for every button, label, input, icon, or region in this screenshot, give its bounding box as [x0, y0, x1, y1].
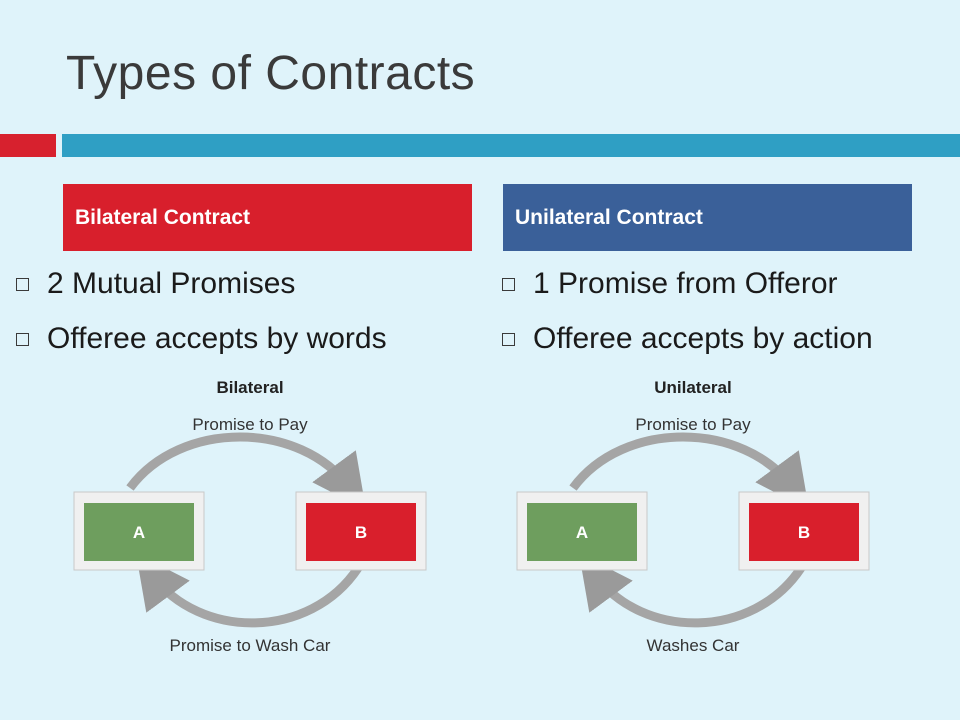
bottom-label: Promise to Wash Car [170, 636, 331, 655]
bilateral-header: Bilateral Contract [63, 184, 472, 251]
bullet-text: 1 Promise from Offeror [533, 267, 838, 300]
unilateral-header: Unilateral Contract [503, 184, 912, 251]
box-a [84, 503, 194, 561]
box-a [527, 503, 637, 561]
bilateral-diagram: Bilateral Promise to Pay A B Promise to … [73, 378, 427, 655]
top-label: Promise to Pay [635, 415, 751, 434]
bullet-text: Offeree accepts by words [47, 322, 387, 355]
diagram-title: Unilateral [654, 378, 731, 397]
top-arrow [126, 432, 367, 510]
bullet-text: 2 Mutual Promises [47, 267, 296, 300]
box-b-label: B [355, 523, 367, 542]
top-arrow [569, 432, 810, 510]
bottom-arrow [578, 553, 805, 628]
square-bullet-icon [502, 332, 515, 346]
box-a-label: A [133, 523, 145, 542]
bottom-arrow [135, 553, 362, 628]
unilateral-diagram: Unilateral Promise to Pay A B Washes Car [516, 378, 870, 655]
unilateral-bullet-2: Offeree accepts by action [502, 322, 873, 356]
square-bullet-icon [16, 332, 29, 346]
top-label: Promise to Pay [192, 415, 308, 434]
accent-bar-red [0, 134, 56, 157]
bilateral-bullet-1: 2 Mutual Promises [16, 267, 295, 301]
diagram-title: Bilateral [216, 378, 283, 397]
bullet-text: Offeree accepts by action [533, 322, 873, 355]
square-bullet-icon [16, 277, 29, 291]
box-b [749, 503, 859, 561]
bilateral-bullet-2: Offeree accepts by words [16, 322, 387, 356]
box-b [306, 503, 416, 561]
square-bullet-icon [502, 277, 515, 291]
accent-bar-blue [62, 134, 960, 157]
box-a-label: A [576, 523, 588, 542]
box-b-label: B [798, 523, 810, 542]
unilateral-bullet-1: 1 Promise from Offeror [502, 267, 838, 301]
bottom-label: Washes Car [647, 636, 740, 655]
slide-title: Types of Contracts [66, 47, 476, 100]
